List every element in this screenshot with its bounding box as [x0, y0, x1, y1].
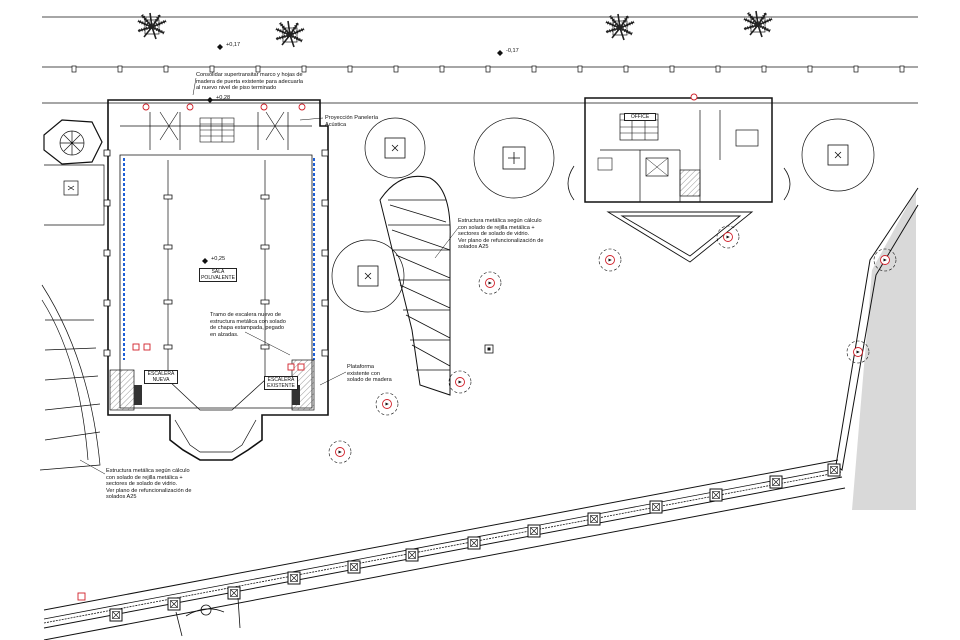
room-label-service: OFFICE: [624, 113, 656, 121]
level-marker-icon: [202, 44, 503, 264]
promenade-bay: [175, 597, 241, 637]
service-building: [567, 97, 791, 203]
site-edge-wall: [835, 187, 919, 510]
acoustic-panel-line: [123, 158, 315, 360]
pier-icon: [484, 344, 494, 354]
annotation-grating-left: Estructura metálica según cálculo con so…: [106, 468, 192, 501]
exit-marker-icon: [690, 93, 698, 101]
annotation-new-stair: Tramo de escalera nuevo de estructura me…: [210, 312, 286, 338]
triangular-planter: [606, 211, 754, 263]
palm-planter-icon: [144, 17, 766, 43]
room-label-service-text: OFFICE: [630, 114, 650, 120]
annotation-platform: Plataforma existente con solado de mader…: [347, 364, 392, 384]
exit-marker-icon: [132, 103, 306, 371]
annotation-acoustic-panel: Proyección Panelería Acústica: [325, 115, 379, 128]
planter-pier-icon: [357, 137, 849, 287]
room-label-hall: SALA POLIVALENTE: [199, 268, 237, 282]
level-label-exterior-right: -0,17: [506, 48, 519, 54]
level-label-hall: +0,25: [211, 256, 226, 262]
colonnade-posts: [71, 65, 905, 73]
spiral-stair-tower: [43, 119, 105, 226]
annotation-grating-right: Estructura metálica según cálculo con so…: [458, 218, 544, 251]
hall-columns: [103, 149, 329, 357]
left-ramp: [39, 284, 101, 471]
exterior-boundary-lines: [42, 16, 918, 104]
room-label-stair-right-text: ESCALERA EXISTENTE: [267, 377, 295, 389]
room-label-stair-left-text: ESCALERA NUEVA: [147, 371, 175, 383]
entry-vestibule: [159, 111, 285, 143]
room-label-hall-text: SALA POLIVALENTE: [201, 269, 235, 281]
level-label-entry: +0,28: [216, 95, 231, 101]
annotation-top-door: Consolidar supertransitar marco y hojas …: [196, 72, 303, 92]
pier-icon: [487, 347, 491, 351]
room-label-stair-left: ESCALERA NUEVA: [144, 370, 178, 384]
planter-circle: [331, 117, 875, 313]
level-label-exterior-left: +0,17: [226, 42, 241, 48]
curved-grating-bridge: [379, 175, 451, 396]
exit-marker-icon: [77, 592, 86, 601]
promenade-pier-icon: [109, 463, 841, 622]
stairs-hatch: [109, 359, 315, 411]
room-label-stair-right: ESCALERA EXISTENTE: [264, 376, 298, 390]
